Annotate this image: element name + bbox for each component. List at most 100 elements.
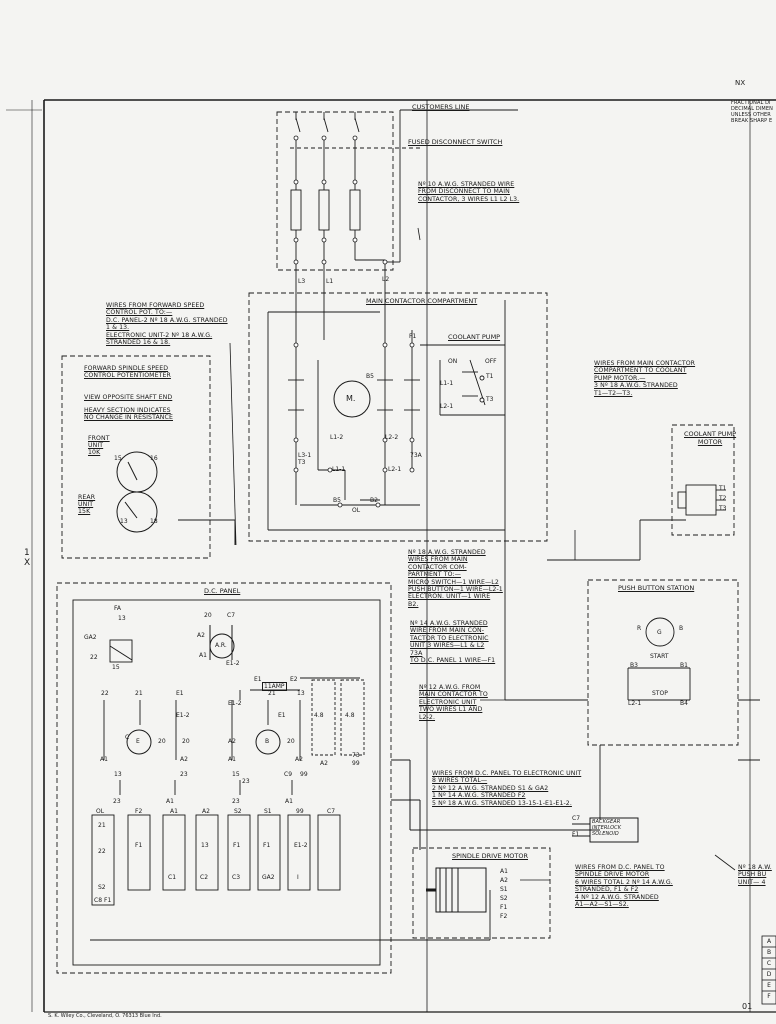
rear-unit-line: UNIT bbox=[78, 501, 94, 508]
corner-code: NX bbox=[735, 79, 746, 87]
fractional-line: BREAK SHARP E bbox=[731, 118, 773, 124]
terminal-label: F1 bbox=[233, 842, 241, 849]
terminal-label: B5 bbox=[333, 497, 341, 504]
note-line: 8 WIRES TOTAL— bbox=[432, 777, 488, 785]
note-line: STRANDED, F1 & F2 bbox=[575, 886, 639, 894]
terminal-label: B5 bbox=[366, 373, 374, 380]
note-line: ELECTRONIC UNIT-2 Nº 18 A.W.G. bbox=[106, 331, 213, 339]
dc-contacts bbox=[103, 677, 360, 795]
terminal-label: GA2 bbox=[84, 634, 97, 641]
potentiometer-units bbox=[116, 451, 236, 545]
terminal-label: E1-2 bbox=[294, 842, 308, 849]
coolant-pump-motor-box bbox=[671, 424, 735, 536]
note-line: 1 & 13. bbox=[106, 324, 130, 332]
fractional-line: UNLESS OTHER bbox=[731, 112, 771, 118]
terminal-label: A1 bbox=[100, 756, 108, 763]
terminal-label: 99 bbox=[296, 808, 304, 815]
push-button-station-title: PUSH BUTTON STATION bbox=[618, 584, 695, 592]
terminal-label: L1 bbox=[326, 278, 334, 285]
note-line: TACTOR TO ELECTRONIC bbox=[410, 634, 489, 642]
terminal-label: L2-1 bbox=[440, 403, 454, 410]
note-line: PARTMENT TO:— bbox=[408, 571, 461, 579]
b-relay-coil bbox=[255, 729, 281, 755]
terminal-label: E1-2 bbox=[226, 660, 240, 667]
dc-panel-inner bbox=[72, 599, 491, 966]
terminal-label: 22 bbox=[101, 690, 109, 697]
switch-off: OFF bbox=[485, 358, 497, 365]
terminal-label: 13 bbox=[118, 615, 126, 622]
potentiometer-box bbox=[61, 355, 211, 559]
terminal-label: GA2 bbox=[262, 874, 275, 881]
note-line: L2-2. bbox=[419, 713, 436, 721]
note-wire-18: Nº 18 A.W.G. STRANDED WIRES FROM MAIN CO… bbox=[408, 549, 503, 608]
note-line: 4 Nº 12 A.W.G. STRANDED bbox=[575, 893, 659, 901]
terminal-label: 20 bbox=[287, 738, 295, 745]
terminal-label: L3 bbox=[298, 278, 306, 285]
terminal-label: 23 bbox=[232, 798, 240, 805]
note-line: STRANDED 16 & 18. bbox=[106, 339, 171, 347]
note-line: Nº 18 A.W.G. STRANDED bbox=[408, 549, 486, 556]
fused-disconnect-switch bbox=[276, 111, 394, 271]
pot-title-line: FORWARD SPINDLE SPEED bbox=[84, 365, 169, 372]
terminal-label: C7 bbox=[572, 815, 581, 822]
dc-terminal-strip bbox=[91, 814, 341, 906]
note-line: Nº 14 A.W.G. STRANDED bbox=[410, 620, 488, 627]
terminal-label: S1 bbox=[264, 808, 272, 815]
terminal-label: T2 bbox=[719, 495, 727, 502]
terminal-label: 20 bbox=[204, 612, 212, 619]
backgear-solenoid bbox=[572, 817, 639, 843]
push-button-station-box bbox=[587, 579, 739, 746]
sheet-border bbox=[6, 99, 776, 1013]
terminal-label: 15 bbox=[232, 771, 240, 778]
terminal-label: 73 bbox=[352, 752, 360, 759]
terminal-label: 99 bbox=[352, 760, 360, 767]
terminal-label: 73A bbox=[410, 452, 422, 459]
terminal-label: 21 bbox=[135, 690, 143, 697]
terminal-label: T3 bbox=[719, 505, 727, 512]
terminal-label: 20 bbox=[182, 738, 190, 745]
terminal-label: A1 bbox=[199, 652, 207, 659]
view-opposite-line: VIEW OPPOSITE SHAFT END bbox=[84, 394, 173, 401]
terminal-label: 13 bbox=[201, 842, 209, 849]
terminal-label: B bbox=[265, 738, 270, 745]
switch-stop: STOP bbox=[652, 690, 668, 697]
grid-letter: D bbox=[766, 971, 772, 978]
margin-mark: 1 X bbox=[24, 548, 31, 568]
terminal-label: S2 bbox=[500, 895, 508, 902]
note-line: CONTACTOR COM- bbox=[408, 563, 467, 571]
push-button-wiring bbox=[505, 617, 760, 820]
note-line: WIRES FROM FORWARD SPEED bbox=[106, 302, 205, 309]
terminal-label: L1-1 bbox=[440, 380, 454, 387]
note-line: PUSH BU bbox=[738, 871, 767, 879]
terminal-label: 13 bbox=[120, 518, 128, 525]
terminal-label: 18 bbox=[150, 518, 158, 525]
terminal-label: 22 bbox=[90, 654, 98, 661]
terminal-label: B3 bbox=[630, 662, 638, 669]
terminal-label: 13 bbox=[114, 771, 122, 778]
terminal-label: F1 bbox=[572, 831, 580, 838]
terminal-label: 23 bbox=[113, 798, 121, 805]
terminal-label: A1 bbox=[500, 868, 508, 875]
note-line: Nº 12 A.W.G. FROM bbox=[419, 684, 481, 691]
note-line: MICRO SWITCH—1 WIRE—L2 bbox=[408, 578, 499, 586]
terminal-label: T3 bbox=[486, 396, 494, 403]
customers-line-title: CUSTOMERS LINE bbox=[412, 103, 470, 111]
coolant-pump-motor bbox=[547, 484, 726, 561]
terminal-label: E2 bbox=[290, 676, 298, 683]
note-line: T1—T2—T3. bbox=[594, 389, 633, 397]
note-line: UNIT— 4 bbox=[738, 878, 766, 886]
heavy-line: NO CHANGE IN RESISTANCE bbox=[84, 414, 173, 422]
terminal-label: A1 bbox=[285, 798, 293, 805]
terminal-label: F1 bbox=[135, 842, 143, 849]
grid-letter: A bbox=[766, 938, 772, 945]
terminal-label: 4.8 bbox=[314, 712, 324, 719]
terminal-label: 99 bbox=[300, 771, 308, 778]
terminal-label: A1 bbox=[228, 756, 236, 763]
terminal-label: F1 bbox=[500, 904, 508, 911]
coolant-motor-line: COOLANT PUMP bbox=[684, 430, 737, 438]
terminal-label: 23 bbox=[180, 771, 188, 778]
grid-index-box bbox=[761, 935, 776, 1005]
bottom-right-mark: 01 bbox=[742, 1002, 753, 1011]
terminal-label: S2 bbox=[98, 884, 106, 891]
